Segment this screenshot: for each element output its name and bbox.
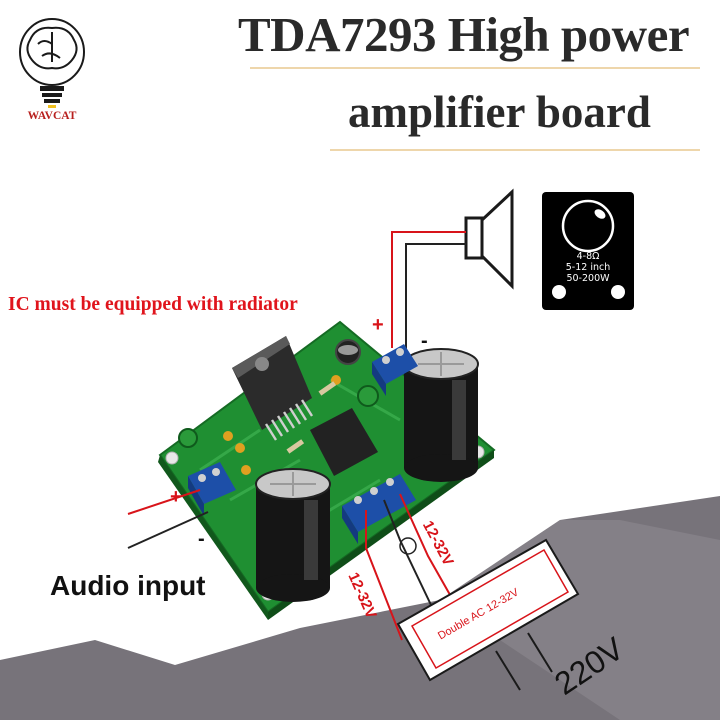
transformer-box: [396, 538, 580, 691]
terminal-input: [188, 462, 236, 516]
spec-power: 50-200W: [566, 273, 610, 284]
audio-input-label: Audio input: [50, 570, 206, 601]
input-wire-black: [127, 511, 209, 549]
input-minus: -: [198, 528, 205, 550]
input-wire-red: [127, 489, 201, 515]
terminal-power: [342, 474, 416, 544]
speaker-spec-card: [542, 192, 634, 310]
radiator-warning: IC must be equipped with radiator: [8, 294, 298, 315]
brand-name: WAVCAT: [27, 110, 77, 122]
speaker-wire-red: [391, 231, 466, 348]
speaker-spec-text: 4-8Ω 5-12 inch 50-200W: [560, 251, 616, 284]
page-subtitle: amplifier board: [348, 87, 651, 137]
amplifier-board: [158, 320, 496, 620]
speaker-wire-black: [405, 243, 466, 350]
speaker-minus: -: [421, 330, 428, 352]
speaker-icon: [464, 188, 514, 290]
speaker-plus: +: [372, 314, 384, 336]
power-wire-black: [383, 499, 443, 629]
capacitor-left: [255, 468, 331, 602]
input-plus: +: [170, 486, 182, 508]
page-title: TDA7293 High power: [238, 7, 690, 62]
ground-ring: [399, 537, 417, 555]
spec-impedance: 4-8Ω: [576, 251, 600, 262]
brain-bulb-icon: [19, 18, 85, 108]
power-wire-red-1: [365, 510, 403, 641]
capacitor-right: [403, 348, 479, 482]
terminal-speaker: [372, 344, 418, 396]
spec-size: 5-12 inch: [565, 262, 611, 273]
